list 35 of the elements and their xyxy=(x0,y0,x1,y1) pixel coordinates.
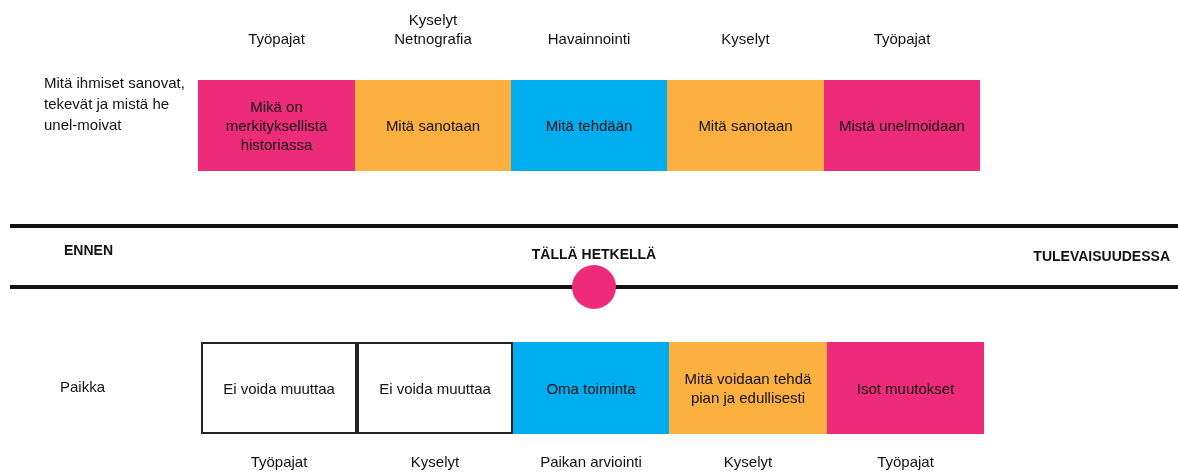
finding-box xyxy=(198,80,355,171)
method-label: Havainnointi xyxy=(546,29,632,48)
box-text: Mistä unelmoidaan xyxy=(838,116,966,135)
place-box xyxy=(201,342,357,434)
method-label: Kyselyt Netnografia xyxy=(393,10,473,48)
place-box xyxy=(827,342,984,434)
timeline-label: TULEVAISUUDESSA xyxy=(1032,247,1170,266)
row-label: Mitä ihmiset sanovat, tekevät ja mistä he unel-moivat xyxy=(44,73,186,135)
finding-box xyxy=(355,80,511,171)
method-label: Työpajat xyxy=(247,29,306,48)
box-text: Ei voida muuttaa xyxy=(222,378,336,398)
timeline-label: TÄLLÄ HETKELLÄ xyxy=(530,245,658,264)
method-label: Kyselyt xyxy=(722,452,774,471)
box-text: Mitä tehdään xyxy=(544,116,634,135)
place-box xyxy=(357,342,513,434)
finding-box xyxy=(824,80,980,171)
box-text: Mitä voidaan tehdä pian ja edullisesti xyxy=(683,369,813,407)
row-label: Paikka xyxy=(60,377,107,397)
method-label: Kyselyt xyxy=(409,452,461,471)
method-label: Työpajat xyxy=(876,452,935,471)
place-box xyxy=(669,342,827,434)
place-box xyxy=(513,342,669,434)
box-text: Mitä sanotaan xyxy=(697,116,794,135)
box-text: Isot muutokset xyxy=(855,378,956,398)
box-text: Ei voida muuttaa xyxy=(378,378,492,398)
box-text: Mikä on merkityksellistä historiassa xyxy=(224,97,329,154)
method-label: Kyselyt xyxy=(720,29,771,48)
box-text: Oma toiminta xyxy=(545,378,637,398)
method-label: Paikan arviointi xyxy=(539,452,643,471)
finding-box xyxy=(511,80,667,171)
method-label: Työpajat xyxy=(249,452,309,471)
method-label: Työpajat xyxy=(872,29,932,48)
finding-box xyxy=(667,80,824,171)
timeline-label: ENNEN xyxy=(64,241,114,260)
box-text: Mitä sanotaan xyxy=(384,116,482,135)
